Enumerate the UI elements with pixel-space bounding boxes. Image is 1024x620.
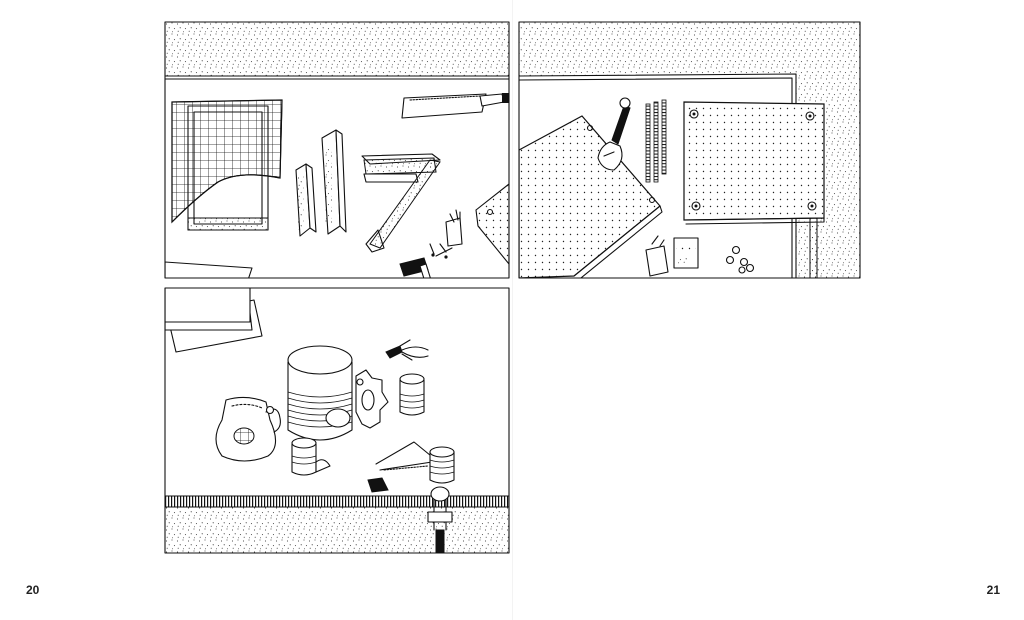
- small-boxes-icon: [645, 235, 699, 277]
- pliers-icon: [385, 339, 429, 361]
- page-number-left: 20: [26, 583, 40, 597]
- panel-2: [518, 21, 861, 279]
- wood-angle-piece-icon: [361, 153, 441, 253]
- tin-cans-icon: [287, 345, 425, 476]
- clamp-icon: [427, 446, 455, 553]
- wood-frame-icon: [187, 217, 269, 231]
- saw-icon: [401, 93, 509, 119]
- nails-icon: [429, 243, 453, 259]
- cloth-bag-icon: [215, 396, 281, 462]
- page-gutter: [512, 0, 513, 620]
- wrench-icon: [597, 97, 631, 171]
- pegboard-square-icon: [683, 101, 825, 225]
- pegboard-icon: [519, 115, 663, 278]
- paper-corner-icon: [165, 261, 253, 278]
- nuts-icon: [725, 245, 755, 274]
- page-number-right: 21: [986, 583, 1000, 597]
- wood-slats-icon: [295, 129, 347, 237]
- panel-1: [164, 21, 510, 279]
- gear-icon: [355, 369, 389, 429]
- threaded-rods-icon: [645, 99, 667, 183]
- panel-3: [164, 287, 510, 554]
- hammer-icon: [399, 257, 431, 278]
- board-edge-icon: [475, 183, 509, 265]
- hacksaw-icon: [367, 441, 437, 493]
- netting-mesh-icon: [171, 99, 283, 231]
- paper-sheets-icon: [165, 288, 263, 353]
- small-box-icon: [445, 209, 463, 247]
